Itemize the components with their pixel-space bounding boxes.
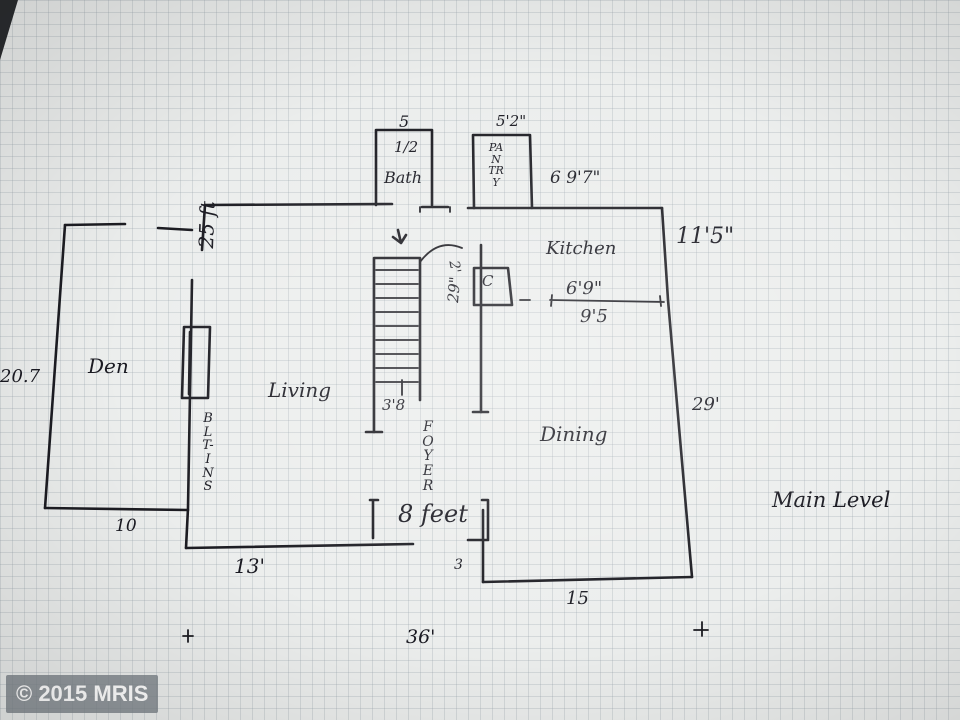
- stair-treads: [375, 269, 419, 383]
- den-width-label: 10: [115, 516, 137, 536]
- kitchen-width-label: 6'9": [566, 278, 603, 299]
- builtins-label: BLT-INS: [202, 411, 214, 495]
- sheet-corner-shadow: [0, 0, 18, 60]
- den-depth-label: 20.7: [0, 366, 41, 387]
- stair-outline: [372, 256, 422, 434]
- kitchen-label: Kitchen: [546, 238, 617, 259]
- entry-step-label: 3: [454, 557, 463, 573]
- living-west-wall: [184, 278, 194, 550]
- den-north-wall: [63, 222, 194, 232]
- stair-door-swing: [419, 244, 463, 263]
- house-depth-label: 29': [692, 394, 720, 415]
- foyer-label: FOYER: [422, 419, 434, 494]
- pantry-depth-label: 6 9'7": [550, 168, 601, 188]
- stair-width-label: 3'8: [382, 396, 406, 414]
- entry-step: [466, 498, 490, 542]
- kitchen-depth-label: 11'5": [676, 224, 735, 249]
- pantry-width-label: 5'2": [496, 112, 527, 130]
- pantry-walls: [471, 133, 534, 210]
- living-west-wall-top: [200, 203, 207, 252]
- pantry-label: PANTRY: [488, 141, 504, 189]
- living-south-wall: [184, 542, 415, 550]
- den-west-wall: [43, 223, 67, 510]
- dining-width-label: 15: [566, 588, 589, 609]
- closet-label: C: [482, 272, 494, 290]
- half-bath-label: Bath: [384, 168, 423, 187]
- house-width-label: 36': [406, 626, 436, 648]
- living-width-label: 13': [234, 554, 265, 578]
- closet-box: [472, 266, 514, 307]
- top-wall: [203, 202, 664, 210]
- bath-door-ticks: [419, 206, 451, 213]
- living-depth-label: 25 ft: [194, 200, 220, 249]
- east-wall: [660, 206, 694, 579]
- kitchen-width-b-label: 9'5: [580, 306, 608, 327]
- foyer-width-label: 8 feet: [398, 500, 468, 528]
- den-label: Den: [88, 354, 129, 378]
- hall-length-label: 29": [444, 275, 465, 304]
- builtin-cabinet: [180, 325, 212, 400]
- dining-south-wall: [481, 575, 694, 584]
- dining-label: Dining: [540, 422, 608, 446]
- copyright-watermark: © 2015 MRIS: [6, 675, 159, 713]
- width-tick-left: [182, 629, 194, 643]
- den-south-wall: [43, 506, 190, 512]
- half-bath-fraction: 1/2: [394, 138, 419, 156]
- stair-arrow: [391, 228, 408, 245]
- living-label: Living: [268, 378, 332, 402]
- foyer-jamb-left: [368, 498, 380, 540]
- closet-detail-label: 2': [445, 259, 464, 275]
- main-level-label: Main Level: [772, 488, 891, 512]
- kitchen-dim-line: [549, 294, 665, 307]
- width-tick-right: [693, 621, 709, 637]
- bath-width-label: 5: [399, 112, 410, 131]
- half-bath-walls: [374, 128, 434, 207]
